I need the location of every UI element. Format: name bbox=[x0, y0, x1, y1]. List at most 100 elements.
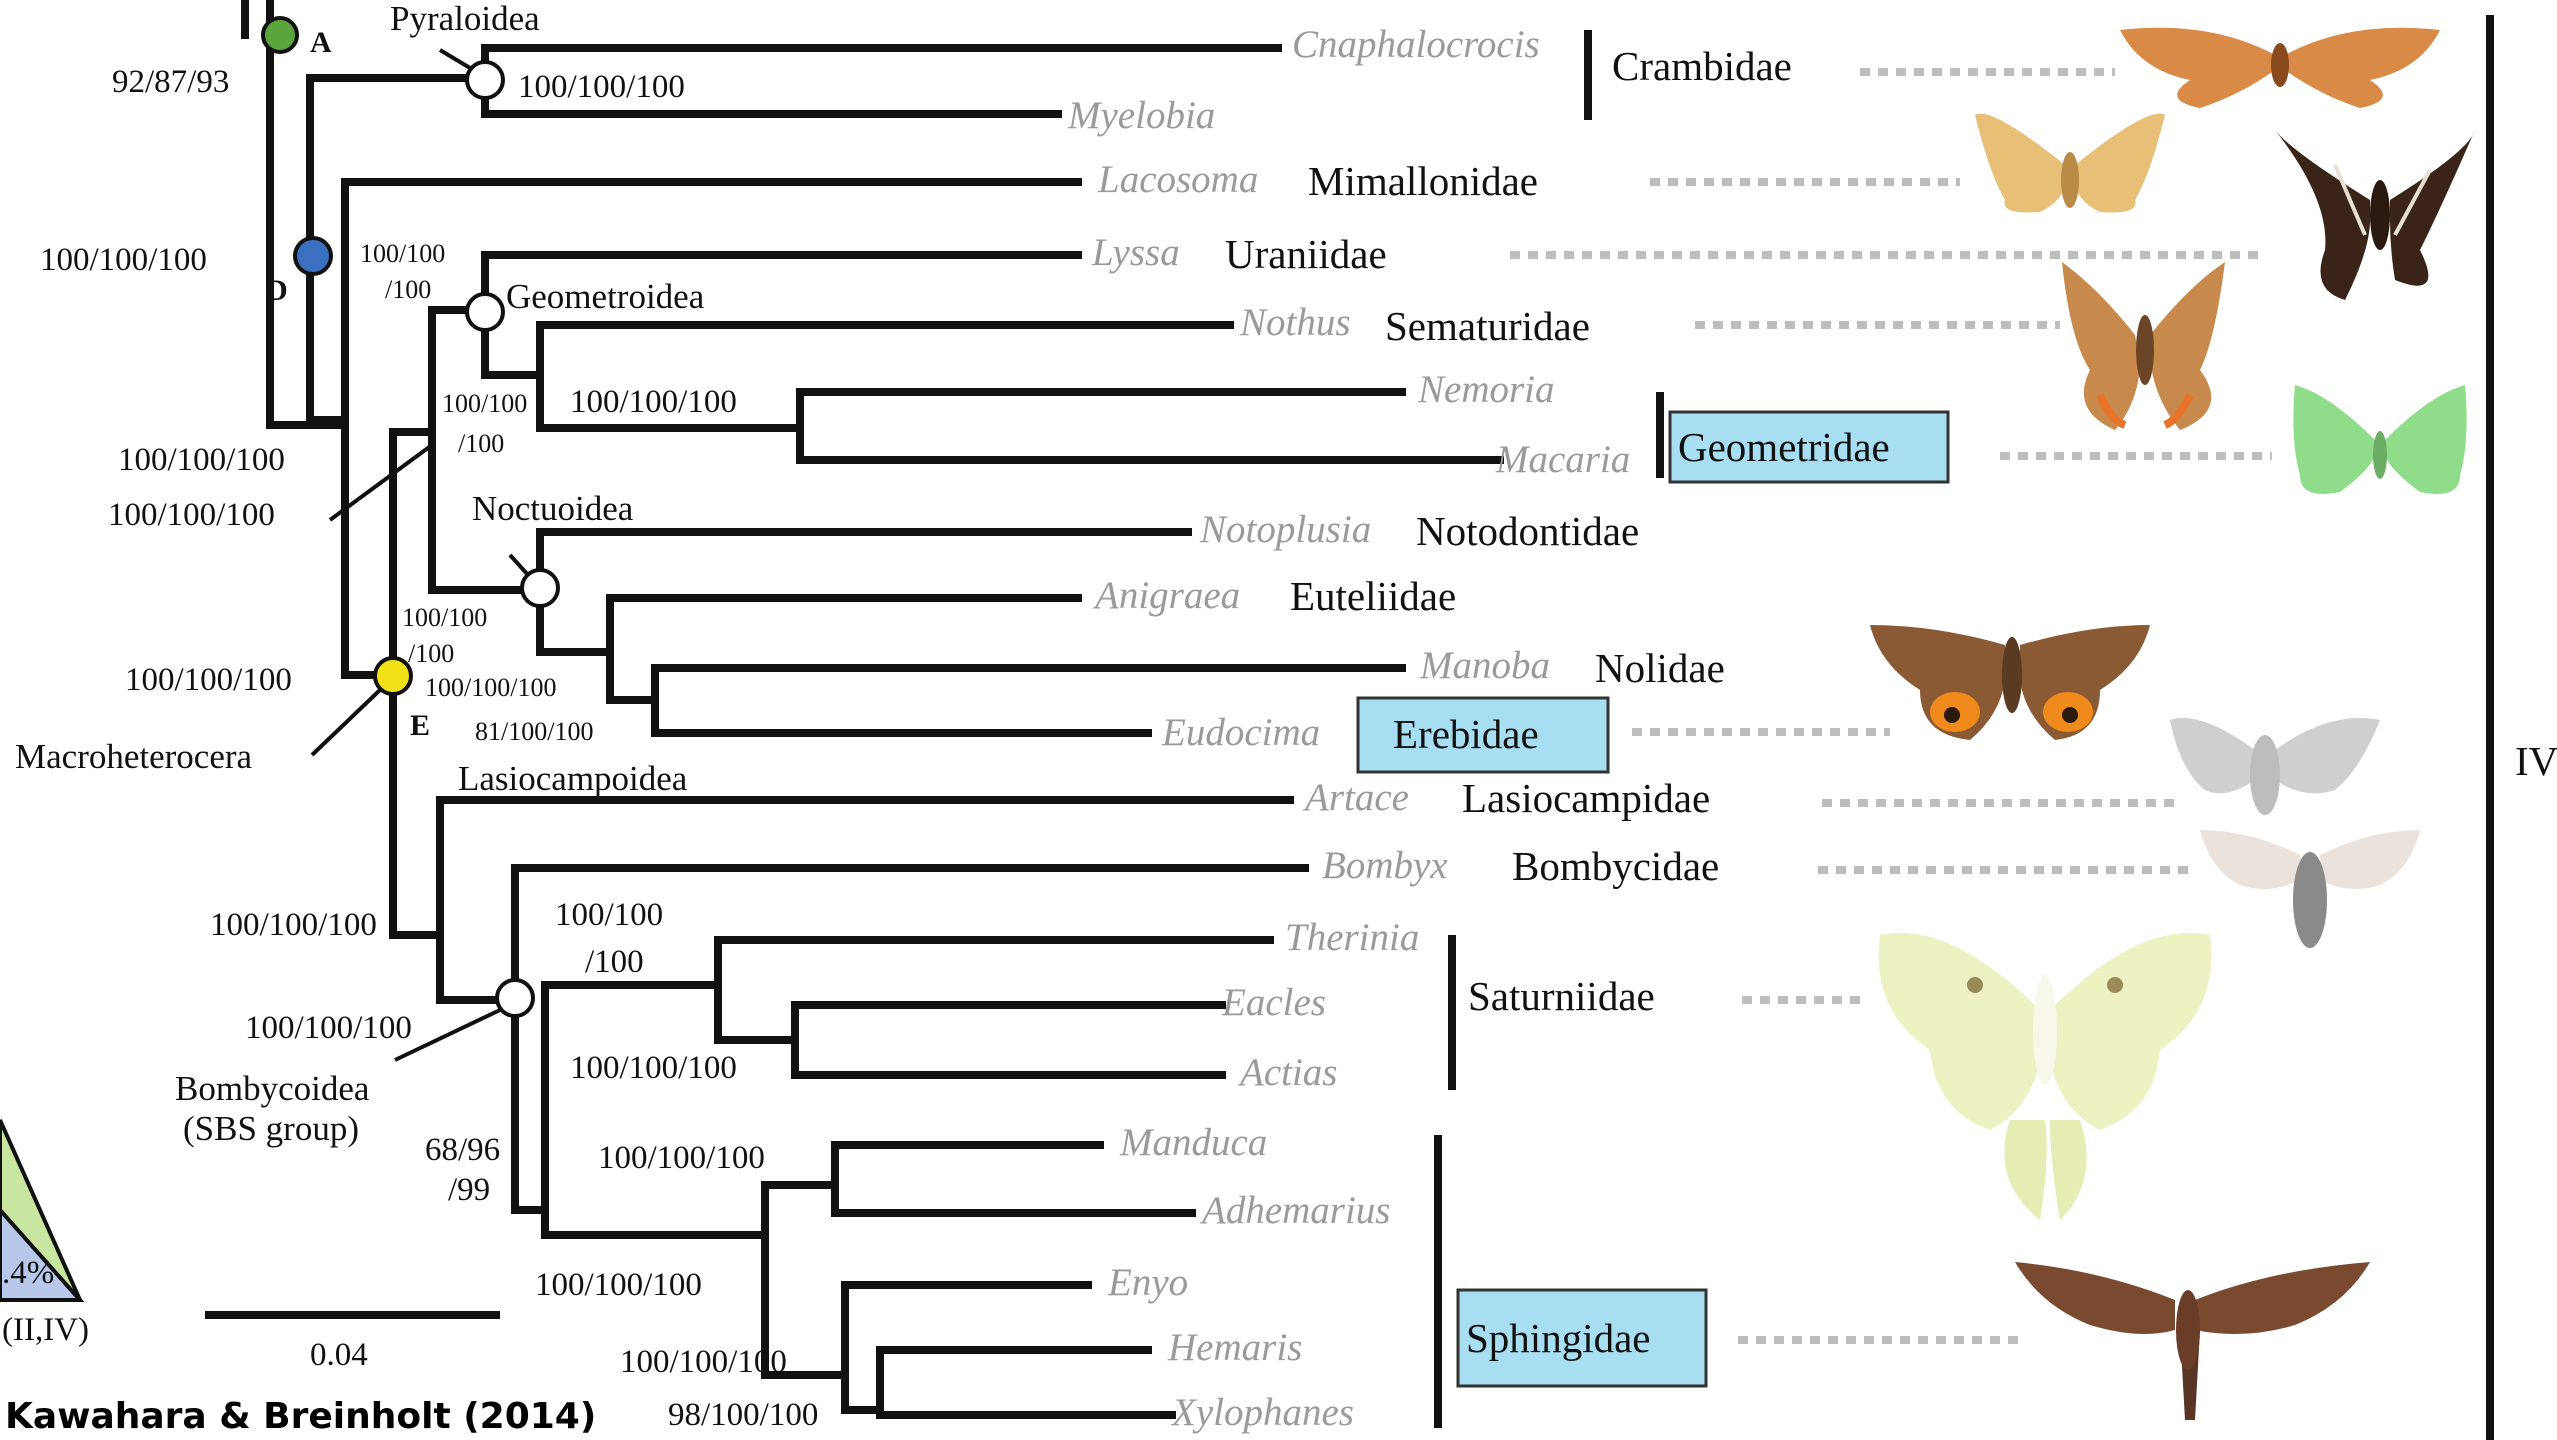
genus-label-therinia: Therinia bbox=[1285, 916, 1419, 959]
moth-image-bombycidae bbox=[2200, 830, 2420, 948]
family-label-lasiocampidae: Lasiocampidae bbox=[1462, 775, 1710, 821]
clade-label-lasiocampoidea: Lasiocampoidea bbox=[458, 759, 688, 798]
support-value: 100/100 bbox=[555, 897, 663, 933]
moth-image-sematuridae bbox=[2062, 262, 2225, 430]
support-value: 100/100/100 bbox=[425, 673, 556, 702]
family-label-nolidae: Nolidae bbox=[1595, 645, 1725, 691]
clade-label-macroheterocera: Macroheterocera bbox=[15, 737, 253, 776]
family-label-crambidae: Crambidae bbox=[1612, 43, 1792, 89]
family-label-sphingidae: Sphingidae bbox=[1466, 1315, 1650, 1361]
genus-label-lacosoma: Lacosoma bbox=[1097, 158, 1258, 201]
clade-label-geometroidea: Geometroidea bbox=[506, 277, 705, 316]
node-bombycoidea-marker bbox=[497, 980, 533, 1016]
support-value: 100/100/100 bbox=[535, 1267, 702, 1303]
scale-bar-label: 0.04 bbox=[310, 1337, 368, 1373]
pointer-pyraloidea bbox=[440, 50, 470, 68]
moth-image-crambidae bbox=[2120, 28, 2440, 108]
node-d-marker bbox=[295, 238, 331, 274]
moth-illustrations bbox=[1870, 28, 2475, 1420]
node-pyraloidea-marker bbox=[467, 62, 503, 98]
family-label-bombycidae: Bombycidae bbox=[1512, 843, 1719, 889]
legend-triangle-percent: .4% bbox=[2, 1255, 54, 1291]
genus-label-myelobia: Myelobia bbox=[1067, 94, 1215, 137]
family-label-erebidae: Erebidae bbox=[1393, 711, 1539, 757]
support-value: 100/100/100 bbox=[518, 69, 685, 105]
support-value: 100/100/100 bbox=[598, 1140, 765, 1176]
branch-cnaphalocrocis bbox=[310, 48, 1278, 78]
support-value: 100/100/100 bbox=[125, 662, 292, 698]
genus-label-enyo: Enyo bbox=[1107, 1261, 1188, 1304]
support-value: /100 bbox=[408, 639, 454, 668]
support-value: /100 bbox=[585, 944, 644, 980]
clade-label-noctuoidea: Noctuoidea bbox=[472, 489, 634, 528]
support-value: 100/100 bbox=[402, 603, 487, 632]
legend-triangle-label: (II,IV) bbox=[2, 1312, 89, 1348]
support-value: /100 bbox=[385, 275, 431, 304]
moth-image-mimallonidae bbox=[1975, 114, 2165, 213]
family-label-euteliidae: Euteliidae bbox=[1290, 573, 1456, 619]
genus-label-macaria: Macaria bbox=[1495, 438, 1630, 481]
clade-label-pyraloidea: Pyraloidea bbox=[390, 0, 540, 38]
moth-image-sphingidae bbox=[2015, 1262, 2370, 1420]
support-value: 100/100/100 bbox=[40, 242, 207, 278]
support-value: 100/100 bbox=[442, 389, 527, 418]
moth-image-saturniidae bbox=[1879, 933, 2212, 1220]
support-value: 100/100/100 bbox=[108, 497, 275, 533]
genus-label-hemaris: Hemaris bbox=[1167, 1326, 1302, 1369]
node-e-marker bbox=[375, 658, 411, 694]
figure-credit: Kawahara & Breinholt (2014) bbox=[5, 1396, 596, 1437]
pointer-macroheterocera bbox=[312, 690, 380, 755]
support-value: /99 bbox=[448, 1172, 490, 1208]
support-value: /100 bbox=[458, 429, 504, 458]
genus-label-lyssa: Lyssa bbox=[1091, 231, 1180, 274]
moth-image-lasiocampidae bbox=[2170, 718, 2380, 815]
support-value: 92/87/93 bbox=[112, 64, 229, 100]
support-value: 68/96 bbox=[425, 1132, 500, 1168]
support-value: 81/100/100 bbox=[475, 717, 593, 746]
moth-image-erebidae bbox=[1870, 625, 2150, 740]
node-letter-d: D bbox=[266, 274, 288, 307]
support-value: 100/100/100 bbox=[118, 442, 285, 478]
genus-label-manoba: Manoba bbox=[1419, 644, 1550, 687]
genus-label-bombyx: Bombyx bbox=[1322, 844, 1448, 887]
support-value: 98/100/100 bbox=[668, 1397, 818, 1433]
branch-d bbox=[310, 258, 345, 420]
clade-label-sbs-group: (SBS group) bbox=[183, 1109, 359, 1148]
moth-image-uraniidae bbox=[2275, 130, 2475, 300]
family-label-sematuridae: Sematuridae bbox=[1385, 303, 1590, 349]
dotted-leaders bbox=[1510, 72, 2272, 1340]
support-value: 100/100/100 bbox=[570, 1050, 737, 1086]
genus-label-manduca: Manduca bbox=[1119, 1121, 1267, 1164]
bottom-left-legend: .4% (II,IV) 0.04 Kawahara & Breinholt (2… bbox=[0, 1120, 596, 1437]
genus-label-nothus: Nothus bbox=[1239, 301, 1351, 344]
node-geometroidea-marker bbox=[467, 294, 503, 330]
genus-label-notoplusia: Notoplusia bbox=[1199, 508, 1371, 551]
support-value: 100/100/100 bbox=[570, 384, 737, 420]
support-value: 100/100/100 bbox=[620, 1344, 787, 1380]
family-label-saturniidae: Saturniidae bbox=[1468, 973, 1655, 1019]
genus-label-cnaphalocrocis: Cnaphalocrocis bbox=[1292, 23, 1540, 66]
genus-label-artace: Artace bbox=[1302, 776, 1409, 819]
genus-label-eudocima: Eudocima bbox=[1161, 711, 1320, 754]
genus-label-adhemarius: Adhemarius bbox=[1199, 1189, 1391, 1232]
support-value: 100/100/100 bbox=[210, 907, 377, 943]
genus-label-nemoria: Nemoria bbox=[1417, 368, 1555, 411]
genus-label-xylophanes: Xylophanes bbox=[1170, 1391, 1354, 1434]
genus-label-eacles: Eacles bbox=[1221, 981, 1326, 1024]
family-label-uraniidae: Uraniidae bbox=[1225, 231, 1387, 277]
node-letter-e: E bbox=[410, 709, 430, 742]
support-value: 100/100/100 bbox=[245, 1010, 412, 1046]
pointer-noctuoidea bbox=[510, 555, 528, 575]
node-letter-a: A bbox=[310, 26, 332, 59]
family-label-notodontidae: Notodontidae bbox=[1416, 508, 1639, 554]
moth-image-geometridae bbox=[2293, 385, 2466, 494]
node-a-marker bbox=[263, 18, 297, 52]
group-label-iv: IV bbox=[2515, 738, 2557, 784]
genus-label-anigraea: Anigraea bbox=[1092, 574, 1240, 617]
clade-label-bombycoidea: Bombycoidea bbox=[175, 1069, 370, 1108]
support-value: 100/100 bbox=[360, 239, 445, 268]
family-label-mimallonidae: Mimallonidae bbox=[1308, 158, 1538, 204]
family-label-geometridae: Geometridae bbox=[1678, 424, 1890, 470]
